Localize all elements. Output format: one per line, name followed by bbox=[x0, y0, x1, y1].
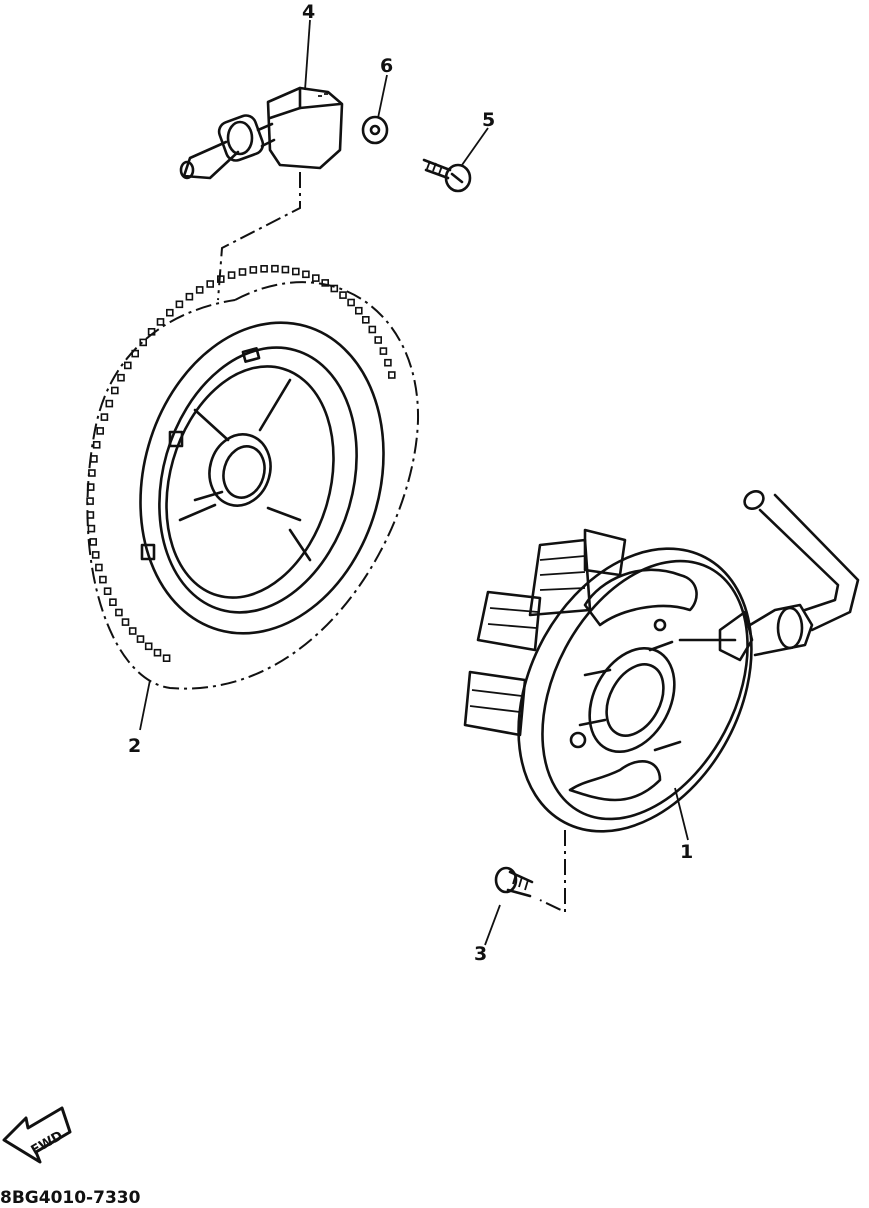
gear-tooth bbox=[147, 327, 156, 336]
gear-tooth bbox=[105, 399, 114, 408]
part-label-1: 1 bbox=[680, 841, 693, 863]
part-6-nut bbox=[361, 115, 389, 145]
part-5-screw bbox=[422, 158, 472, 193]
gear-tooth bbox=[281, 265, 290, 274]
part-4-pickup-coil bbox=[179, 86, 344, 180]
gear-tooth bbox=[95, 563, 103, 572]
part-1-stator-assembly bbox=[463, 489, 860, 833]
gear-tooth bbox=[185, 292, 194, 301]
gear-tooth bbox=[195, 286, 204, 294]
part-label-6: 6 bbox=[380, 55, 393, 77]
gear-tooth bbox=[117, 373, 125, 382]
gear-tooth bbox=[156, 318, 165, 326]
gear-tooth bbox=[86, 497, 94, 505]
gear-tooth bbox=[139, 338, 147, 347]
gear-tooth bbox=[111, 386, 119, 395]
gear-tooth bbox=[291, 267, 300, 276]
gear-tooth bbox=[88, 469, 96, 477]
gear-tooth bbox=[100, 413, 109, 421]
gear-tooth bbox=[131, 349, 139, 358]
gear-tooth bbox=[354, 306, 363, 315]
gear-tooth bbox=[91, 551, 100, 559]
gear-tooth bbox=[361, 315, 370, 324]
gear-tooth bbox=[128, 627, 137, 635]
gear-tooth bbox=[374, 336, 383, 344]
drawing-code: 8BG4010-7330 bbox=[0, 1188, 141, 1208]
gear-tooth bbox=[144, 642, 153, 651]
gear-tooth bbox=[368, 325, 377, 334]
gear-tooth bbox=[115, 608, 123, 617]
gear-tooth bbox=[90, 455, 98, 463]
gear-tooth bbox=[136, 635, 145, 643]
gear-tooth bbox=[121, 618, 130, 626]
gear-tooth bbox=[87, 524, 96, 533]
gear-tooth bbox=[92, 440, 101, 449]
gear-tooth bbox=[379, 347, 388, 355]
gear-tooth bbox=[249, 266, 258, 274]
gear-tooth bbox=[124, 361, 132, 370]
fwd-arrow-icon: FWD bbox=[2, 1106, 72, 1164]
gear-tooth bbox=[227, 271, 236, 279]
gear-tooth bbox=[162, 654, 171, 663]
gear-tooth bbox=[175, 300, 184, 309]
gear-tooth bbox=[238, 268, 247, 276]
part-number-labels: 1 2 3 4 6 5 bbox=[128, 1, 693, 965]
ring-gear-teeth bbox=[86, 264, 396, 663]
gear-tooth bbox=[89, 538, 97, 546]
gear-tooth bbox=[271, 264, 279, 273]
gear-tooth bbox=[311, 274, 320, 282]
leader-lines bbox=[139, 19, 689, 946]
gear-tooth bbox=[153, 648, 162, 657]
gear-tooth bbox=[330, 284, 339, 293]
gear-tooth bbox=[302, 270, 310, 279]
part-label-2: 2 bbox=[128, 735, 141, 757]
gear-tooth bbox=[109, 598, 117, 607]
part-label-4: 4 bbox=[302, 1, 315, 23]
gear-tooth bbox=[384, 358, 392, 367]
gear-tooth bbox=[96, 427, 104, 435]
part-3-screw bbox=[494, 866, 534, 898]
part-label-3: 3 bbox=[474, 943, 487, 965]
gear-tooth bbox=[206, 280, 214, 288]
part-2-flywheel bbox=[86, 264, 420, 690]
gear-tooth bbox=[103, 587, 112, 596]
gear-tooth bbox=[86, 483, 95, 491]
gear-tooth bbox=[260, 264, 268, 273]
gear-tooth bbox=[86, 511, 95, 519]
fwd-label: FWD bbox=[29, 1128, 66, 1158]
gear-tooth bbox=[387, 371, 396, 379]
gear-tooth bbox=[321, 279, 330, 287]
gear-tooth bbox=[339, 291, 347, 299]
gear-tooth bbox=[99, 575, 107, 584]
gear-tooth bbox=[347, 298, 355, 307]
gear-tooth bbox=[166, 308, 174, 317]
part-label-5: 5 bbox=[482, 109, 495, 131]
